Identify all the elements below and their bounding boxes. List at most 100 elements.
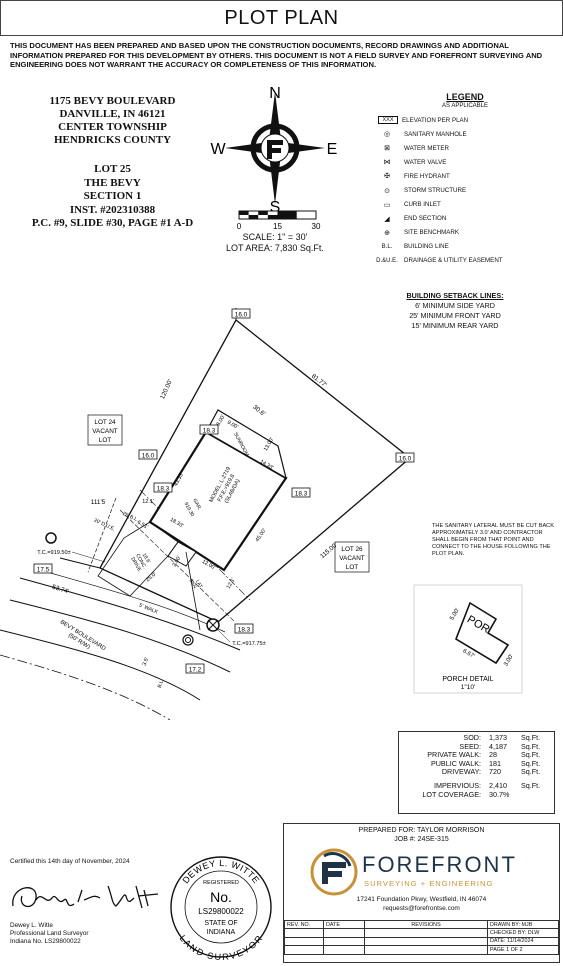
revisions-header: REVISIONS [364, 919, 488, 930]
dim-121b: 12.1' [226, 577, 237, 590]
lot-block: LOT 25 THE BEVY SECTION 1 INST. #2023103… [10, 163, 215, 231]
surveyor-signature [12, 885, 159, 909]
stat-row: LOT COVERAGE:30.7% [422, 789, 510, 799]
surveyor-name: Dewey L. Witte [10, 922, 53, 929]
lot-24-label: LOT 24 VACANT LOT [92, 419, 118, 444]
setback-front: 25' MINIMUM FRONT YARD [409, 311, 501, 320]
legend-item: ✠FIRE HYDRANT [370, 169, 560, 183]
instrument: INST. #202310388 [69, 203, 156, 216]
date-header: DATE [323, 919, 365, 930]
dim-35: 3.5' [142, 657, 151, 667]
scale-bar: 0 15 30 [237, 210, 321, 231]
lot-26-label: LOT 26 VACANT LOT [339, 546, 365, 571]
company-name: FOREFRONT [362, 852, 517, 877]
address-city: DANVILLE, IN 46121 [59, 108, 166, 120]
elev-box: 16.0 [399, 456, 412, 463]
dim-651: 6.51' [136, 520, 149, 531]
fire-hydrant-icon: ✠ [384, 173, 390, 181]
forefront-logo-icon [310, 848, 358, 896]
scale-label: SCALE: 1" = 30' LOT AREA: 7,830 Sq.Ft. [205, 232, 345, 254]
seal-no: No. [210, 889, 232, 905]
elev-box: 18.3 [238, 627, 251, 634]
company-email[interactable]: requests@forefrontse.com [383, 904, 460, 912]
company-address: 17241 Foundation Pkwy, Westfield, IN 460… [284, 896, 559, 913]
title-block: PREPARED FOR: TAYLOR MORRISON JOB #: 24S… [283, 823, 560, 963]
dim-4500: 45.00' [255, 528, 268, 543]
certification-text: Certified this 14th day of November, 202… [10, 858, 130, 865]
svg-text:VACANT: VACANT [339, 555, 365, 562]
section: SECTION 1 [83, 190, 142, 202]
elev-box: 18.3 [203, 428, 216, 435]
water-valve-icon: ⋈ [383, 159, 391, 167]
legend-item: ⋈WATER VALVE [370, 155, 560, 169]
prepared-block: PREPARED FOR: TAYLOR MORRISON JOB #: 24S… [284, 827, 559, 844]
legend-item: B.L.BUILDING LINE [370, 240, 560, 254]
drive-label: 18.6' CONC. DRIVE [129, 552, 151, 573]
elev-box: 17.5 [37, 567, 50, 574]
surveyor-license: Indiana No. LS29800022 [10, 937, 81, 945]
tc-label-2: T.C.=917.75± [232, 641, 265, 647]
dim-200: 2.00' [172, 555, 183, 568]
lot-area: LOT AREA: 7,830 Sq.Ft. [226, 243, 324, 253]
dim-left: 120.00' [159, 378, 174, 400]
bl-b-label: B.L. [157, 678, 166, 688]
dim-right: 115.00' [319, 542, 339, 560]
dim-2500: 25.0' [145, 571, 158, 583]
surveyor-seal: DEWEY L. WITTE LAND SURVEYOR REGISTERED … [170, 856, 272, 962]
compass-n: N [269, 85, 281, 102]
surveyor-title: Professional Land Surveyor [10, 929, 89, 937]
san-label: SAN. [187, 578, 198, 591]
lat-label: LAT. [194, 579, 204, 590]
setback-title: BUILDING SETBACK LINES: [406, 291, 504, 300]
seal-registered: REGISTERED [203, 880, 239, 886]
revision-table: REV. NO. DATE REVISIONS DRAWN BY: MJB CH… [284, 919, 559, 955]
legend-item: ⊠WATER METER [370, 141, 560, 155]
disclaimer-text: THIS DOCUMENT HAS BEEN PREPARED AND BASE… [10, 41, 543, 69]
garage-label: GAR. [191, 498, 202, 512]
dim-800: 8.00' [216, 414, 227, 427]
checked-by: CHECKED BY: DLW [487, 928, 559, 938]
scale-tick-30: 30 [312, 222, 321, 231]
company-subtitle: SURVEYING + ENGINEERING [364, 879, 494, 888]
address-street: 1175 BEVY BOULEVARD [49, 95, 176, 107]
svg-text:VACANT: VACANT [92, 428, 118, 435]
porch-dim-b: 6.67' [461, 648, 475, 660]
north-arrow-icon: N S W E [210, 85, 338, 214]
scale-tick-0: 0 [237, 222, 242, 231]
setback-rear: 15' MINIMUM REAR YARD [411, 321, 499, 330]
sanitary-note: THE SANITARY LATERAL MUST BE CUT BACK AP… [432, 523, 554, 557]
svg-text:LOT: LOT [346, 564, 359, 571]
curb-inlet-icon: ▭ [383, 201, 391, 209]
compass-s: S [270, 199, 281, 214]
seal-state-of: STATE OF [204, 920, 237, 927]
compass-e: E [327, 141, 338, 158]
porch-scale: 1"10' [461, 684, 475, 691]
dim-front: 53.74' [51, 584, 70, 596]
surveyor-block: Dewey L. Witte Professional Land Surveyo… [10, 922, 89, 945]
elev-box: 18.3 [157, 486, 170, 493]
dim-900: 9.00' [226, 420, 239, 431]
porch-dim-c: 3.00' [503, 653, 515, 667]
porch-title: PORCH DETAIL [442, 676, 493, 683]
road-label: BEVY BOULEVARD (50' R/W) [59, 619, 107, 652]
plot-drawing: 16.0 16.0 16.0 18.3 18.3 18.3 18.3 17.5 … [0, 308, 415, 720]
bl-label: 25' B.L. [122, 511, 140, 524]
subdivision: THE BEVY [84, 176, 141, 189]
svg-text:LOT: LOT [99, 437, 112, 444]
address-county: HENDRICKS COUNTY [53, 134, 172, 146]
drawing-date: DATE: 11/14/2024 [487, 936, 559, 947]
end-section-icon: ◢ [384, 215, 390, 223]
elevation-icon: XXX [378, 116, 398, 125]
prepared-for: PREPARED FOR: TAYLOR MORRISON [358, 827, 485, 834]
storm-structure-icon: ⊙ [384, 187, 390, 195]
svg-text:LOT 24: LOT 24 [94, 419, 116, 426]
drawn-by: DRAWN BY: MJB [487, 919, 559, 930]
address-township: CENTER TOWNSHIP [58, 121, 167, 133]
site-benchmark-icon: ⊕ [384, 229, 390, 237]
